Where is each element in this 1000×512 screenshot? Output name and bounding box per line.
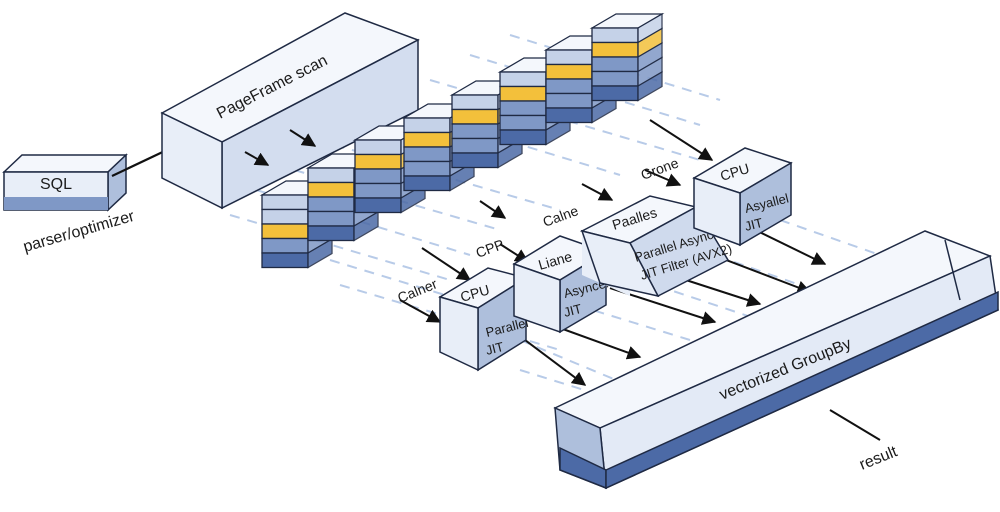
page-layer	[354, 168, 402, 185]
page-layer	[354, 197, 402, 214]
page-layer	[403, 160, 451, 177]
page-layer	[545, 63, 593, 80]
page-layer	[499, 85, 547, 102]
result-line	[829, 409, 881, 441]
page-layer	[261, 208, 309, 225]
page-layer	[403, 146, 451, 163]
parser-optimizer-label: parser/optimizer	[21, 208, 137, 256]
worker-4-side-label: Grone	[639, 154, 681, 182]
result-label: result	[857, 443, 900, 474]
page-layer	[499, 129, 547, 146]
page-layer	[403, 175, 451, 192]
page-layer	[545, 78, 593, 95]
page-layer	[499, 100, 547, 117]
worker-2-side-label: CPP	[474, 236, 507, 261]
page-stack-8	[589, 12, 665, 102]
page-layer	[354, 182, 402, 199]
pageframe-scan-box	[160, 12, 420, 210]
sql-label: SQL	[40, 176, 72, 193]
vectorized-groupby-bar	[553, 230, 999, 490]
page-layer	[307, 167, 355, 184]
page-stacks	[259, 12, 665, 269]
page-layer	[591, 70, 639, 87]
page-layer	[591, 56, 639, 73]
page-layer	[403, 131, 451, 148]
page-layer	[261, 252, 309, 269]
page-layer	[307, 225, 355, 242]
worker-2-body-2: JIT	[562, 301, 583, 320]
page-layer	[354, 153, 402, 170]
sql-box	[2, 153, 128, 212]
page-layer	[591, 27, 639, 44]
page-layer	[261, 194, 309, 211]
page-layer	[261, 237, 309, 254]
page-layer	[591, 41, 639, 58]
page-layer	[451, 137, 499, 154]
page-layer	[403, 117, 451, 134]
page-layer	[261, 223, 309, 240]
page-layer	[307, 181, 355, 198]
page-layer	[451, 123, 499, 140]
page-layer	[499, 114, 547, 131]
worker-1-title: CPU	[458, 281, 491, 305]
page-layer	[451, 94, 499, 111]
page-layer	[545, 92, 593, 109]
worker-cpu-asyallel-jit	[692, 147, 793, 247]
page-layer	[451, 152, 499, 169]
page-layer	[545, 107, 593, 124]
page-layer	[307, 210, 355, 227]
page-layer	[591, 85, 639, 102]
worker-1-side-label: Calner	[395, 275, 440, 305]
page-layer	[545, 49, 593, 66]
page-layer	[354, 139, 402, 156]
page-layer	[499, 71, 547, 88]
page-layer	[307, 196, 355, 213]
worker-1-body-2: JIT	[484, 339, 505, 358]
worker-4-body-2: JIT	[743, 215, 764, 234]
page-layer	[451, 108, 499, 125]
